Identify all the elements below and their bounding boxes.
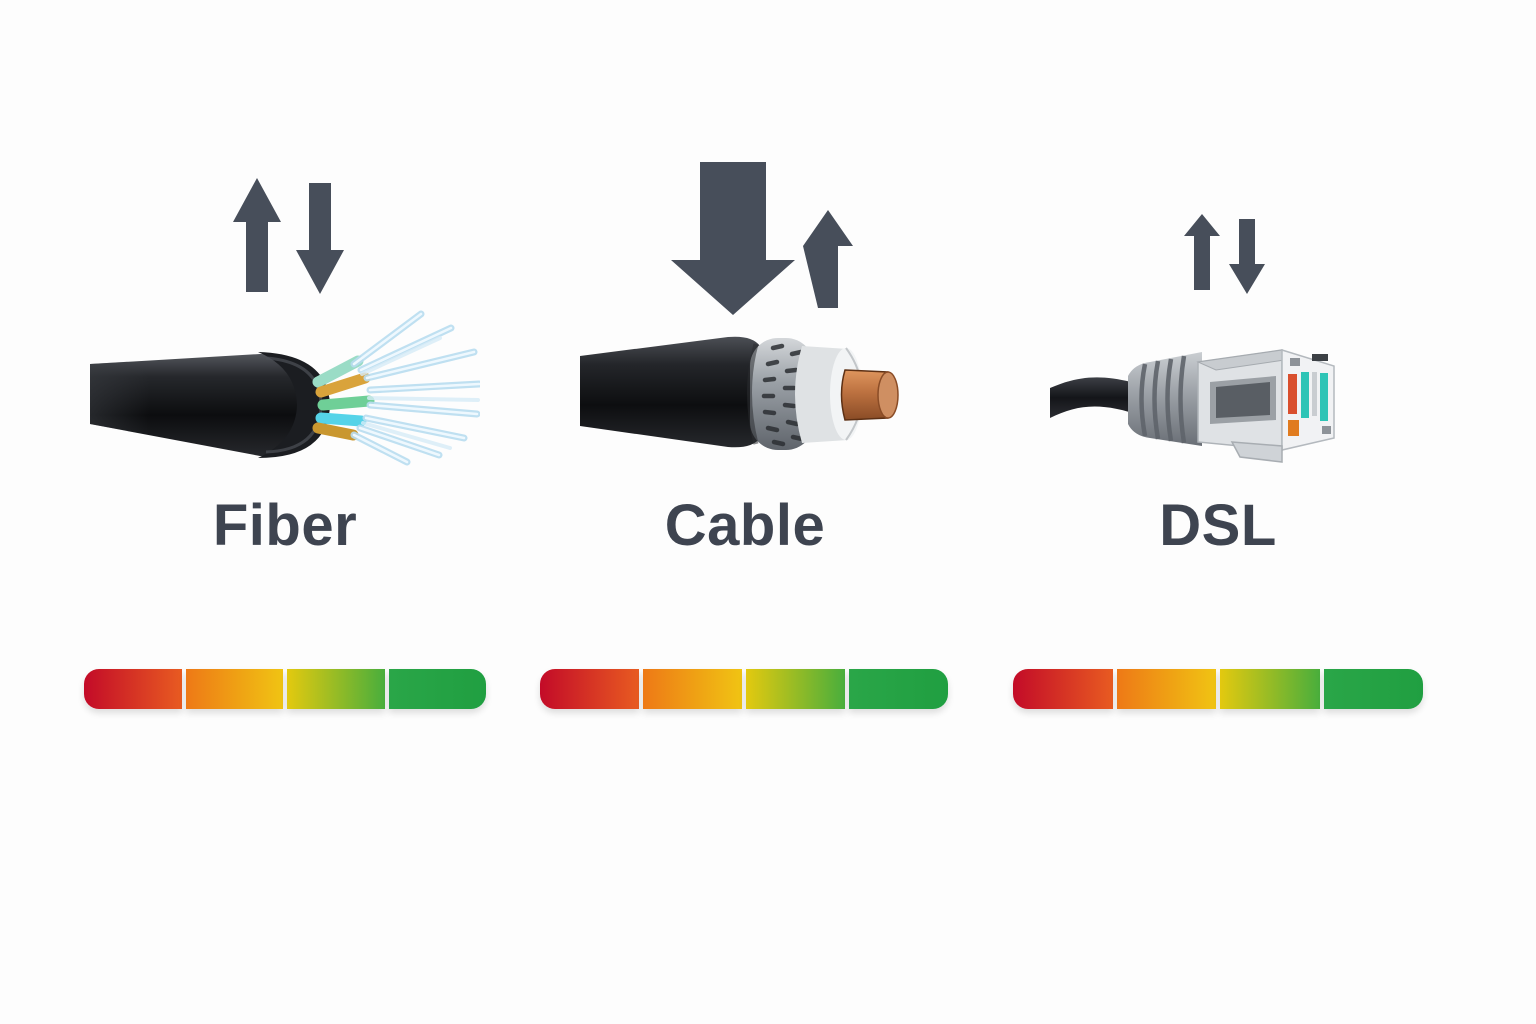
fiber-speed-arrows (233, 178, 344, 294)
dsl-speed-arrows (1184, 214, 1265, 294)
rating-segment (287, 669, 385, 709)
rating-segment (84, 669, 182, 709)
rating-segment (540, 669, 639, 709)
rating-segment (643, 669, 742, 709)
rating-bar (1013, 669, 1423, 709)
rating-bar (84, 669, 486, 709)
rating-segment (849, 669, 948, 709)
rating-segment (1013, 669, 1113, 709)
rj11-connector-icon (1050, 348, 1335, 463)
rating-segment (1116, 669, 1216, 709)
download-arrow-icon (296, 183, 344, 294)
coaxial-cable-icon (580, 336, 899, 450)
cable-speed-arrows (671, 162, 853, 315)
rating-segment (746, 669, 845, 709)
rating-bar (540, 669, 948, 709)
upload-arrow-icon (233, 178, 281, 292)
rating-segment (388, 669, 486, 709)
rating-segment (185, 669, 283, 709)
column-label: Fiber (212, 493, 358, 558)
download-arrow-icon (671, 162, 795, 315)
fiber-optic-cable-icon (90, 310, 480, 466)
upload-arrow-icon (1184, 214, 1220, 290)
column-label: Cable (664, 493, 826, 558)
rating-segment (1323, 669, 1423, 709)
column-label: DSL (1159, 493, 1277, 558)
rating-segment (1220, 669, 1320, 709)
upload-arrow-icon (803, 210, 853, 308)
download-arrow-icon (1229, 219, 1265, 294)
